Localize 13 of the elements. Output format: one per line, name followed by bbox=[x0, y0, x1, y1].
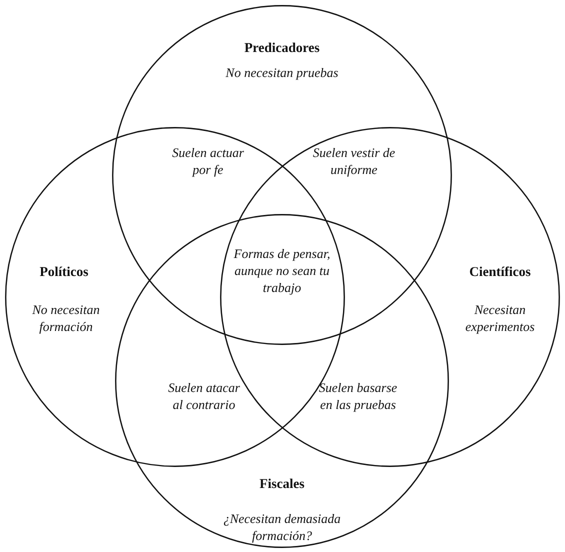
set-description: No necesitan pruebas bbox=[224, 64, 340, 81]
set-heading: Predicadores bbox=[243, 39, 321, 56]
set-description: ¿Necesitan demasiada formación? bbox=[222, 510, 342, 544]
set-description: Necesitan experimentos bbox=[464, 301, 536, 335]
set-heading: Fiscales bbox=[258, 475, 306, 492]
overlap-label: Suelen atacar al contrario bbox=[167, 379, 241, 413]
overlap-label: Formas de pensar, aunque no sean tu trabajo bbox=[232, 245, 332, 296]
overlap-label: Suelen vestir de uniforme bbox=[312, 144, 396, 178]
set-heading: Políticos bbox=[38, 263, 90, 280]
overlap-label: Suelen basarse en las pruebas bbox=[318, 379, 398, 413]
set-description: No necesitan formación bbox=[31, 301, 101, 335]
overlap-label: Suelen actuar por fe bbox=[171, 144, 245, 178]
set-heading: Científicos bbox=[468, 263, 532, 280]
